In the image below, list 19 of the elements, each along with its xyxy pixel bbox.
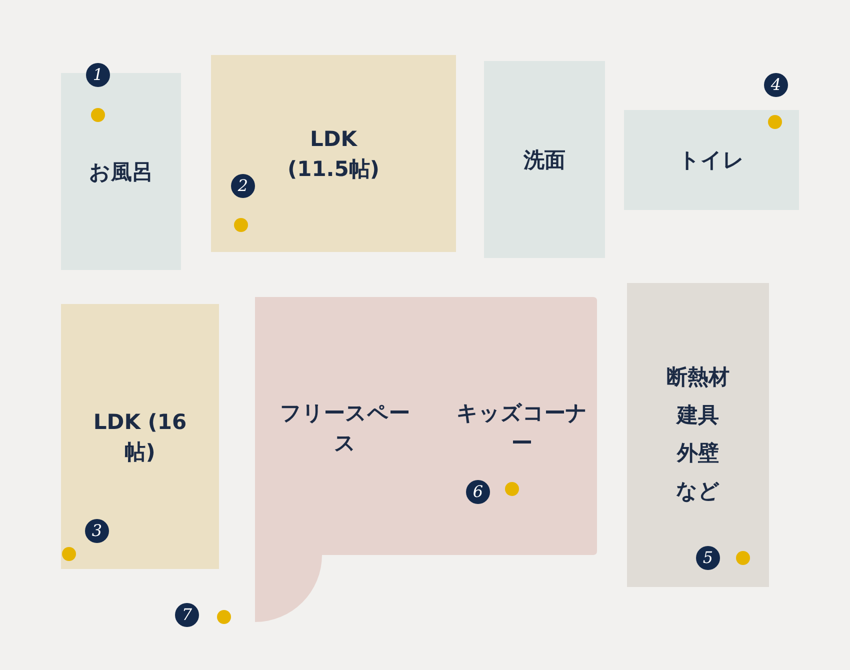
list-item: 外壁 xyxy=(677,440,719,467)
room-name: LDK (11.5帖) xyxy=(286,126,380,182)
list-item: など xyxy=(676,478,720,505)
room-area xyxy=(624,110,799,210)
callout-number: 7 xyxy=(175,603,199,627)
room-area xyxy=(61,304,219,569)
room-name: 洗面 xyxy=(524,146,566,174)
room-name: フリースペース xyxy=(279,400,411,457)
room-area xyxy=(627,283,769,587)
list-item: 断熱材 xyxy=(666,364,730,391)
list-item: 建具 xyxy=(677,402,719,429)
callout-number: 4 xyxy=(764,73,788,97)
room-name: キッズコーナー xyxy=(456,400,588,457)
room-area xyxy=(211,55,456,252)
room-area xyxy=(255,297,597,622)
room-name: お風呂 xyxy=(89,158,153,186)
callout-number: 1 xyxy=(86,63,110,87)
room-name: トイレ xyxy=(678,147,744,174)
room-name: LDK (16帖) xyxy=(92,408,188,466)
